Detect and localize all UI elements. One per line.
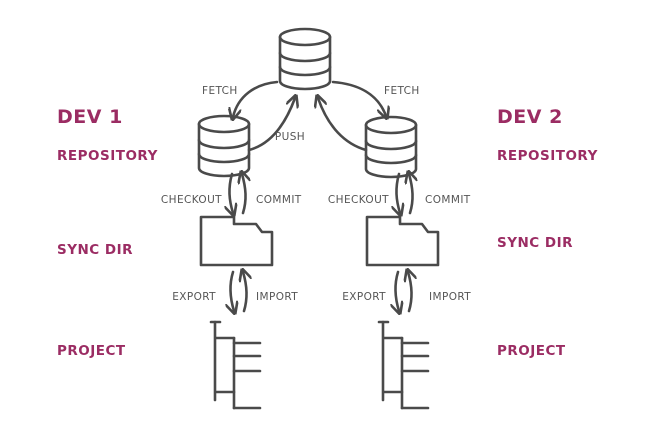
import-right-arrow xyxy=(408,272,412,313)
push-label: PUSH xyxy=(275,131,305,143)
push-right-arrow xyxy=(318,98,368,152)
checkout-left-label: CHECKOUT xyxy=(161,194,222,206)
push-left-arrow xyxy=(247,98,295,152)
checkout-left-arrow xyxy=(229,172,233,213)
dev1-sync-dir-label: SYNC DIR xyxy=(57,242,133,258)
dev1-title: DEV 1 xyxy=(57,106,123,128)
dev2-repository-label: REPOSITORY xyxy=(497,148,598,164)
import-left-arrow xyxy=(243,272,247,313)
dev2-title: DEV 2 xyxy=(497,106,563,128)
import-right-label: IMPORT xyxy=(429,291,471,303)
dev1-project-label: PROJECT xyxy=(57,343,126,359)
fetch-left-arrow xyxy=(233,80,279,117)
fetch-left-label: FETCH xyxy=(202,85,238,97)
fetch-right-label: FETCH xyxy=(384,85,420,97)
export-right-arrow xyxy=(395,270,399,311)
dev1-database-icon xyxy=(197,114,251,178)
fetch-right-arrow xyxy=(331,80,386,116)
dev2-folder-icon xyxy=(365,215,440,267)
dev1-repository-label: REPOSITORY xyxy=(57,148,158,164)
commit-right-arrow xyxy=(409,174,413,215)
import-left-label: IMPORT xyxy=(256,291,298,303)
dev1-tree-icon xyxy=(209,320,262,410)
checkout-right-label: CHECKOUT xyxy=(328,194,389,206)
dev2-project-label: PROJECT xyxy=(497,343,566,359)
checkout-right-arrow xyxy=(396,172,400,213)
dev2-sync-dir-label: SYNC DIR xyxy=(497,235,573,251)
commit-right-label: COMMIT xyxy=(425,194,471,206)
export-right-label: EXPORT xyxy=(342,291,386,303)
commit-left-arrow xyxy=(242,174,246,215)
dev2-tree-icon xyxy=(377,320,430,410)
central-database-icon xyxy=(278,27,332,91)
commit-left-label: COMMIT xyxy=(256,194,302,206)
dev1-folder-icon xyxy=(199,215,274,267)
export-left-label: EXPORT xyxy=(172,291,216,303)
dev2-database-icon xyxy=(364,115,418,179)
export-left-arrow xyxy=(230,270,234,311)
